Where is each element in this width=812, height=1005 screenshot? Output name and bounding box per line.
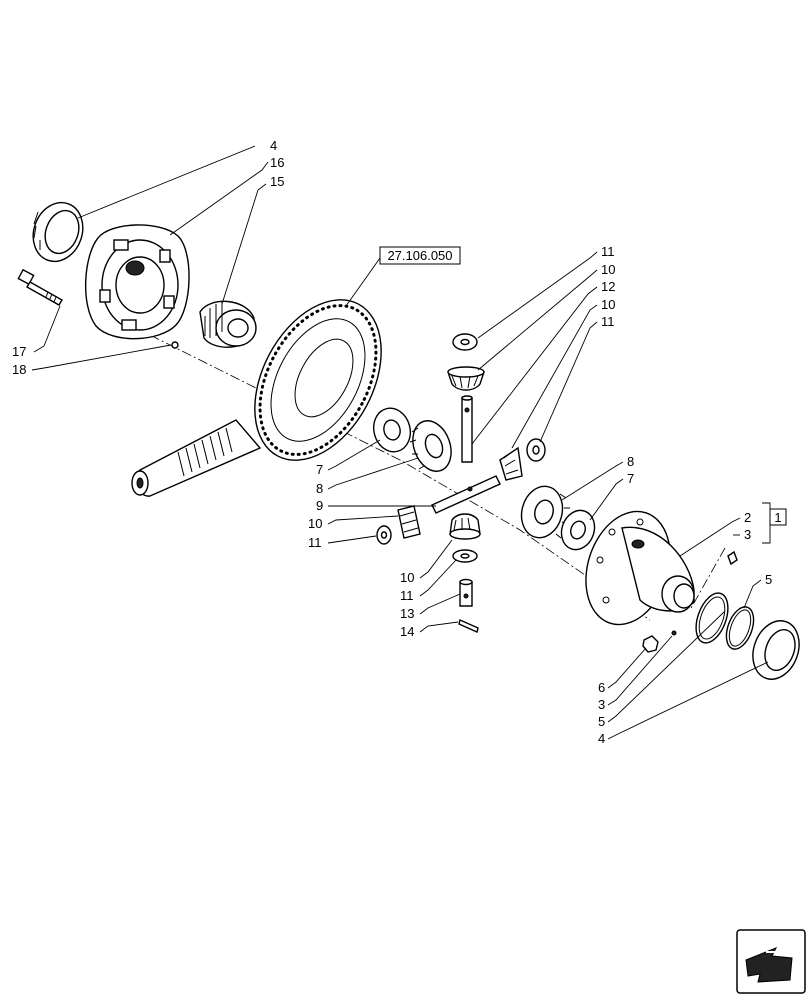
leader-lines — [31, 145, 771, 740]
thrust-washer-11-top[interactable] — [452, 333, 478, 351]
callout-2: 2 — [744, 510, 751, 525]
side-gear-8-right[interactable] — [516, 482, 570, 543]
callout-4-top: 4 — [270, 138, 277, 153]
callout-15: 15 — [270, 174, 284, 189]
callout-11-a: 11 — [601, 244, 615, 259]
shaft-12[interactable] — [461, 395, 473, 463]
side-gear-8-left[interactable] — [406, 415, 458, 476]
nut-6[interactable] — [642, 635, 659, 653]
bearing-cone-4-right[interactable] — [745, 614, 807, 685]
callout-labels: 4 16 15 17 18 11 10 12 10 11 7 8 9 10 11… — [12, 138, 772, 746]
callout-11-c: 11 — [308, 535, 322, 550]
callout-3-top: 3 — [744, 527, 751, 542]
callout-3-bottom: 3 — [598, 697, 605, 712]
callout-10-b: 10 — [601, 297, 615, 312]
navigation-arrow-icon[interactable] — [736, 929, 806, 994]
callout-6: 6 — [598, 680, 605, 695]
bolt-17[interactable] — [17, 268, 63, 306]
bearing-cone-4[interactable] — [25, 196, 91, 269]
callout-5-top: 5 — [765, 572, 772, 587]
callout-9: 9 — [316, 498, 323, 513]
reference-link-box[interactable]: 27.106.050 — [379, 246, 461, 265]
thrust-washer-7-left[interactable] — [369, 404, 415, 456]
callout-7-right: 7 — [627, 471, 634, 486]
roller-bearing-15[interactable] — [199, 300, 257, 348]
thrust-washer-11-left[interactable] — [376, 525, 392, 545]
thrust-washer-11-right[interactable] — [526, 438, 546, 462]
callout-7-left: 7 — [316, 462, 323, 477]
callout-4-bottom: 4 — [598, 731, 605, 746]
thrust-washer-7-right[interactable] — [556, 506, 600, 555]
group-box: 1 — [769, 508, 787, 526]
callout-10-c: 10 — [308, 516, 322, 531]
differential-housing-16[interactable] — [85, 224, 190, 340]
callout-11-b: 11 — [601, 314, 615, 329]
callout-8-left: 8 — [316, 481, 323, 496]
pin-3-lower[interactable] — [671, 630, 677, 636]
crown-wheel-and-pinion[interactable] — [131, 278, 407, 497]
pin-18[interactable] — [171, 341, 179, 349]
callout-8-right: 8 — [627, 454, 634, 469]
pinion-gear-10-bottom[interactable] — [449, 513, 481, 540]
group-box-label: 1 — [774, 510, 781, 525]
roll-pin-14[interactable] — [458, 619, 479, 633]
bolt-3-upper[interactable] — [727, 550, 738, 566]
cross-pin-9[interactable] — [431, 475, 501, 514]
o-ring-5-inner[interactable] — [690, 589, 734, 647]
callout-10-d: 10 — [400, 570, 414, 585]
pinion-gear-10-top[interactable] — [447, 366, 485, 391]
o-ring-5-outer[interactable] — [721, 603, 759, 653]
thrust-washer-11-bottom[interactable] — [452, 549, 478, 563]
callout-14: 14 — [400, 624, 414, 639]
reference-link-label: 27.106.050 — [387, 248, 452, 263]
differential-housing-2[interactable] — [572, 500, 695, 635]
callout-12: 12 — [601, 279, 615, 294]
callout-5-bottom: 5 — [598, 714, 605, 729]
callout-10-a: 10 — [601, 262, 615, 277]
pinion-gear-10-right[interactable] — [499, 446, 523, 481]
callout-18: 18 — [12, 362, 26, 377]
callout-13: 13 — [400, 606, 414, 621]
pinion-gear-10-left[interactable] — [397, 505, 421, 539]
callout-11-d: 11 — [400, 588, 414, 603]
callout-17: 17 — [12, 344, 26, 359]
callout-16: 16 — [270, 155, 284, 170]
bushing-13[interactable] — [459, 578, 473, 607]
